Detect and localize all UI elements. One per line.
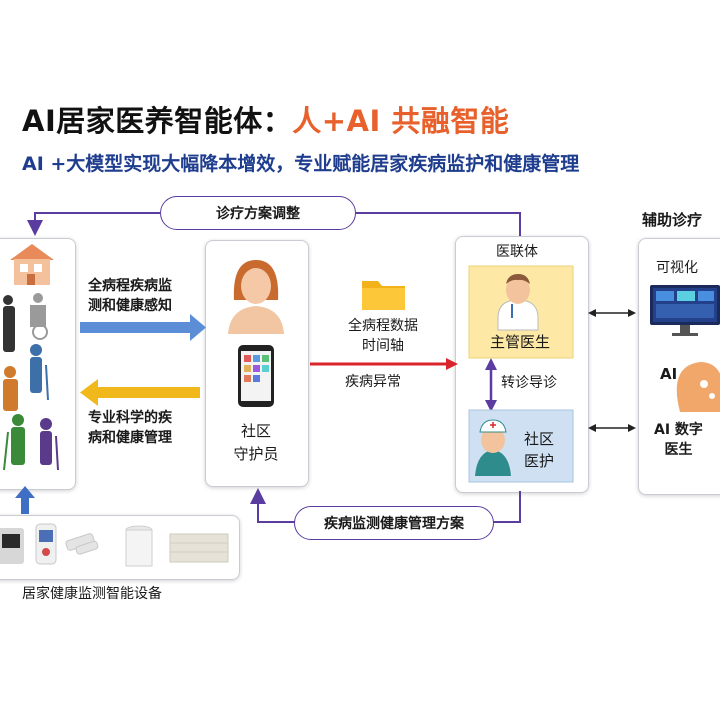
page-title: AI居家医养智能体：人+AI 共融智能: [22, 98, 509, 140]
devices-label: 居家健康监测智能设备: [22, 586, 162, 602]
sleep-mat-icon: [169, 533, 229, 563]
top-loop-line-left: [27, 212, 160, 236]
monitor-icon: [650, 285, 720, 336]
title-main: AI居家医养智能体：: [22, 104, 293, 138]
page-subtitle: AI +大模型实现大幅降本增效，专业赋能居家疾病监护和健康管理: [22, 153, 580, 175]
doctor-label: 主管医生: [490, 333, 551, 351]
blue-arrow-right: [80, 314, 206, 341]
glucose-meter-icon: [35, 523, 57, 565]
nurse-avatar-icon: [475, 419, 511, 476]
elderly-people-icon: [3, 293, 59, 471]
management-label: 专业科学的疾病和健康管理: [88, 410, 172, 446]
aux-title: 辅助诊疗: [642, 211, 703, 229]
health-plan-pill: 疾病监测健康管理方案: [294, 506, 494, 540]
bottom-loop-line-left: [250, 488, 300, 523]
aux-double-arrow-top: [588, 309, 636, 317]
phone-icon: [238, 345, 274, 407]
guardian-avatar-icon: [228, 260, 284, 334]
smart-speaker-icon: [125, 525, 153, 567]
yellow-arrow-left: [80, 379, 200, 406]
guardian-label: 社区守护员: [233, 422, 279, 463]
aux-double-arrow-bottom: [588, 424, 636, 432]
ai-head-icon: [676, 362, 720, 412]
ai-doctor-label: AI 数字医生: [654, 422, 703, 458]
folder-icon: [362, 281, 405, 310]
perception-label: 全病程疾病监测和健康感知: [88, 278, 172, 314]
ai-badge-label: AI: [660, 365, 678, 383]
top-loop-line: [355, 212, 521, 236]
visualization-label: 可视化: [656, 260, 698, 276]
devices-up-arrow: [15, 486, 35, 514]
blood-pressure-monitor-icon: [0, 528, 24, 564]
referral-double-arrow: [485, 358, 497, 412]
timeline-label: 全病程数据时间轴: [348, 318, 418, 354]
title-accent: 人+AI 共融智能: [292, 104, 510, 138]
hospital-alliance-title: 医联体: [496, 244, 538, 260]
treatment-adjust-pill: 诊疗方案调整: [160, 196, 356, 230]
abnormal-label: 疾病异常: [345, 374, 401, 390]
referral-label: 转诊导诊: [501, 375, 557, 391]
doctor-avatar-icon: [497, 274, 539, 331]
door-sensor-icon: [65, 533, 99, 555]
nurse-label: 社区医护: [524, 430, 555, 470]
house-icon: [10, 244, 54, 285]
red-arrow-right: [310, 358, 458, 370]
bottom-loop-line: [492, 491, 521, 523]
